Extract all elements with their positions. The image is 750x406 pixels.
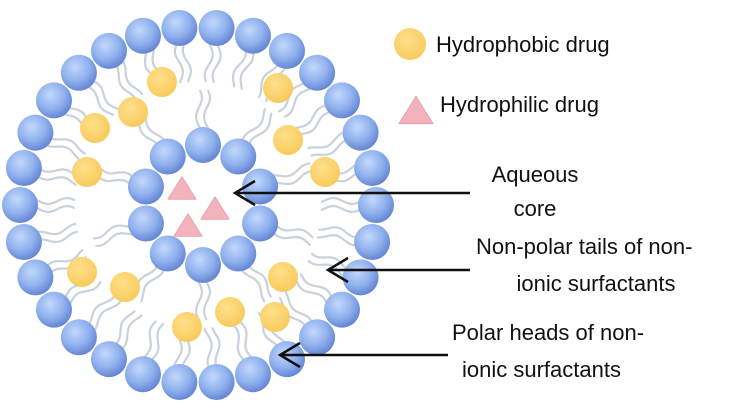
polar-head [354,224,391,261]
hydrophobic-drug [273,125,303,155]
hydrophobic-drug [268,262,298,292]
hydrophilic-drug [173,213,203,237]
hydrophobic-drug [310,157,340,187]
polar-head [235,17,272,54]
polar-head [91,32,127,69]
hydrophobic-drug [72,157,102,187]
polar-head [242,205,279,242]
hydrophobic-drug [67,257,97,287]
polar-head [127,168,164,205]
hydrophobic-drug [215,297,245,327]
hydrophilic-drug [200,196,230,220]
polar-head [35,82,72,119]
polar-head [342,114,379,151]
polar-head [220,138,257,175]
polar-head [60,319,97,356]
polar-head [198,9,235,46]
heads-label-line2: ionic surfactants [462,357,621,382]
legend-hydrophobic-label: Hydrophobic drug [436,32,610,57]
arrowhead-icon [325,256,349,284]
polar-head [5,224,42,261]
hydrophobic-drug [263,73,293,103]
legend-hydrophilic-label: Hydrophilic drug [440,92,599,117]
arrowhead-icon [232,179,256,207]
polar-head [220,235,257,272]
hydrophobic-drug [172,312,202,342]
polar-head [2,187,38,223]
polar-head [299,319,336,356]
hydrophobic-drug [260,302,290,332]
tails-label-line1: Non-polar tails of non- [476,234,693,259]
polar-head [35,291,72,328]
polar-head [124,356,161,393]
aqueous-core-label-line2: core [513,196,557,221]
polar-head [17,114,54,151]
polar-head [149,235,186,272]
hydrophilic-drug [167,176,197,200]
hydrophobic-drug [80,113,110,143]
hydrophilic-drug [398,95,434,125]
polar-head [149,138,186,175]
polar-head [127,205,164,242]
aqueous-core-label-line1: Aqueous [491,162,579,187]
legend-hydrophobic-marker [394,28,426,60]
hydrophobic-drug [147,67,177,97]
polar-head [185,247,221,283]
polar-head [124,17,161,54]
polar-head [324,82,361,119]
polar-head [91,341,127,378]
polar-head [242,168,279,205]
hydrophobic-drug [110,272,140,302]
polar-head [161,9,198,46]
polar-head [299,54,336,91]
polar-head [185,127,221,163]
polar-head [324,291,361,328]
polar-head [269,32,305,69]
polar-head [5,149,42,186]
polar-head [60,54,97,91]
tails-label-line2: ionic surfactants [516,271,676,296]
polar-head [354,149,391,186]
polar-head [17,259,54,296]
arrowhead-icon [277,341,301,369]
polar-head [342,259,379,296]
polar-head [198,364,235,401]
polar-head [358,187,394,223]
heads-label-line1: Polar heads of non- [452,320,645,345]
polar-head [235,356,272,393]
polar-head [161,364,198,401]
hydrophobic-drug [118,97,148,127]
